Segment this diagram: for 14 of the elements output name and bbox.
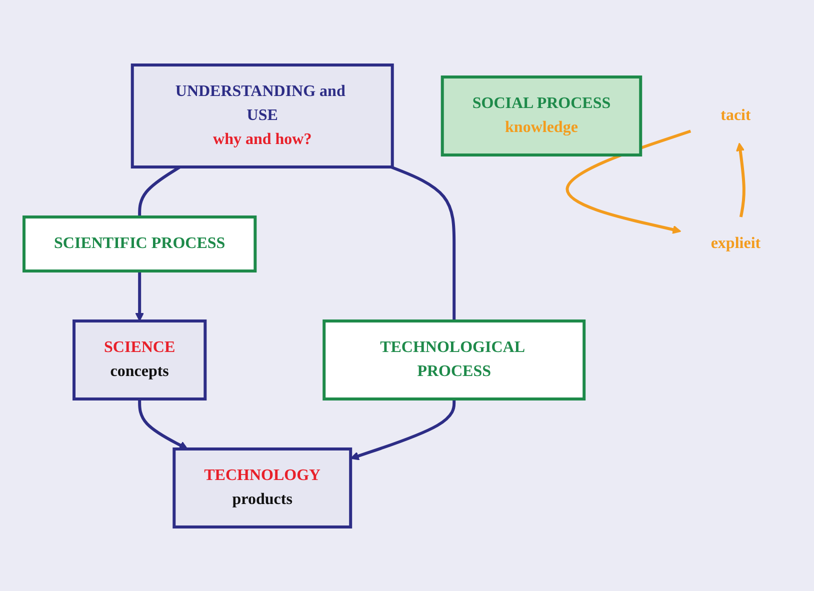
arrow (134, 270, 144, 321)
arrow (138, 398, 188, 449)
node-box: SCIENCE concepts (72, 319, 206, 400)
arrow (565, 129, 691, 234)
node-text: tacit (720, 106, 751, 124)
arrow (736, 142, 746, 217)
node-box: TECHNOLOGY products (172, 446, 352, 528)
node-text: explieit (710, 234, 760, 252)
connector (390, 165, 456, 320)
node-box: TECHNOLOGICAL PROCESS (322, 319, 586, 400)
arrow (350, 398, 456, 460)
node-box: SCIENTIFIC PROCESS (22, 215, 256, 272)
node-box: UNDERSTANDING and USE why and how? (130, 63, 394, 168)
node-box: SOCIAL PROCESS knowledge (440, 75, 642, 156)
